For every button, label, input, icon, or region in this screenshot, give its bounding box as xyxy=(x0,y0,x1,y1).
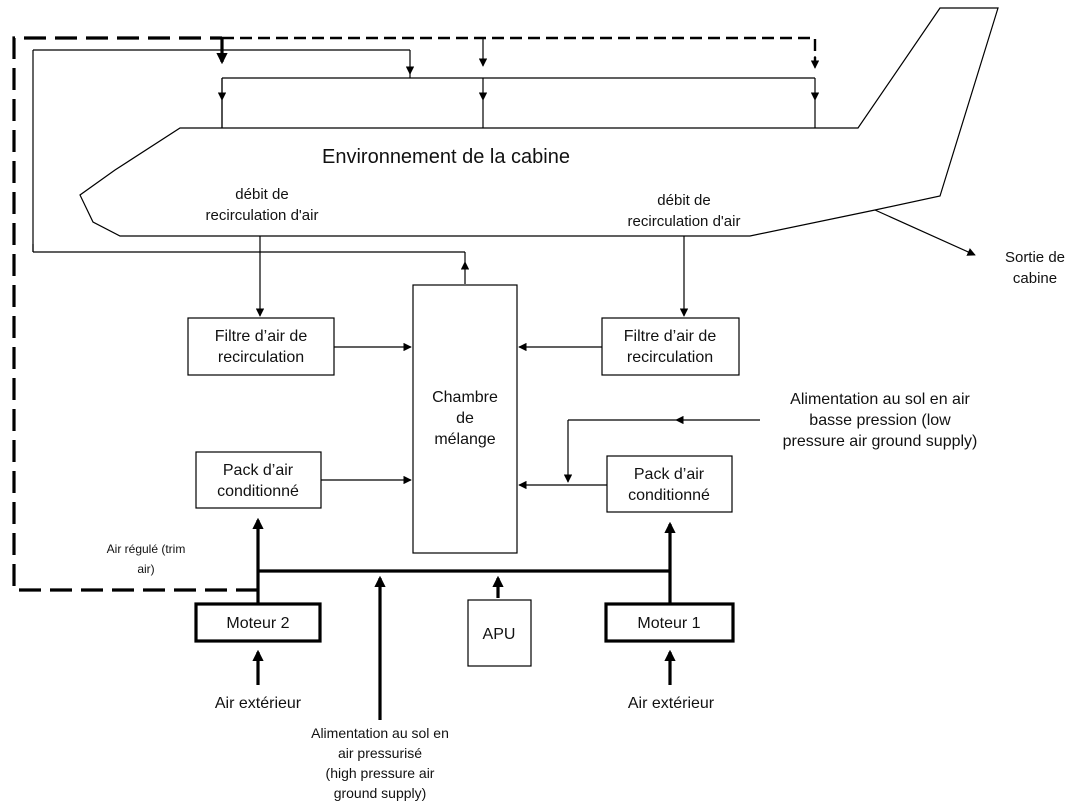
air-pack-left xyxy=(195,451,322,509)
high-pressure-label-3: (high pressure air xyxy=(326,765,435,781)
cabin-exit-label-2: cabine xyxy=(1013,270,1057,287)
low-pressure-label-2: basse pression (low xyxy=(809,412,951,429)
filter-left-label-2: recirculation xyxy=(218,349,304,366)
pack-left-label-2: conditionné xyxy=(217,483,299,500)
pack-right-label-1: Pack d’air xyxy=(634,466,705,483)
engine-2 xyxy=(194,602,322,643)
cabin-title: Environnement de la cabine xyxy=(322,146,570,168)
cabin-distribution-lines xyxy=(32,49,820,284)
filter-right-label-1: Filtre d’air de xyxy=(624,328,717,345)
recirc-right-label-2: recirculation d'air xyxy=(628,213,741,230)
mixer-label-1: Chambre xyxy=(432,389,498,406)
high-pressure-label-2: air pressurisé xyxy=(338,745,422,761)
filter-left-label-1: Filtre d’air de xyxy=(215,328,308,345)
trim-air-dashed-line xyxy=(12,36,820,592)
engine-1-label: Moteur 1 xyxy=(637,615,700,632)
low-pressure-label-3: pressure air ground supply) xyxy=(783,433,978,450)
recirc-left-label-1: débit de xyxy=(235,186,288,203)
pack-right-label-2: conditionné xyxy=(628,487,710,504)
mixer-label-2: de xyxy=(456,410,474,427)
recirc-right-label-1: débit de xyxy=(657,192,710,209)
recirc-filter-left xyxy=(187,317,335,376)
mixer-label-3: mélange xyxy=(434,431,495,448)
bleed-air-manifold xyxy=(252,517,676,720)
filter-right-label-2: recirculation xyxy=(627,349,713,366)
outside-air-right-label: Air extérieur xyxy=(628,695,715,712)
cabin-exit-label-1: Sortie de xyxy=(1005,249,1065,266)
high-pressure-label-4: ground supply) xyxy=(334,785,427,801)
low-pressure-label-1: Alimentation au sol en air xyxy=(790,391,970,408)
aircraft-fuselage-outline xyxy=(79,7,999,237)
apu-unit xyxy=(467,599,532,667)
engine-2-label: Moteur 2 xyxy=(226,615,289,632)
mixing-chamber xyxy=(412,284,518,554)
apu-label: APU xyxy=(483,626,516,643)
pack-left-label-1: Pack d’air xyxy=(223,462,294,479)
outside-air-left-label: Air extérieur xyxy=(215,695,302,712)
recirc-filter-right xyxy=(601,317,740,376)
air-pack-right xyxy=(606,455,733,513)
trim-air-label-1: Air régulé (trim xyxy=(107,542,186,556)
engine-1 xyxy=(604,602,735,643)
high-pressure-label-1: Alimentation au sol en xyxy=(311,725,449,741)
recirc-left-label-2: recirculation d'air xyxy=(206,207,319,224)
trim-air-label-2: air) xyxy=(137,562,154,576)
